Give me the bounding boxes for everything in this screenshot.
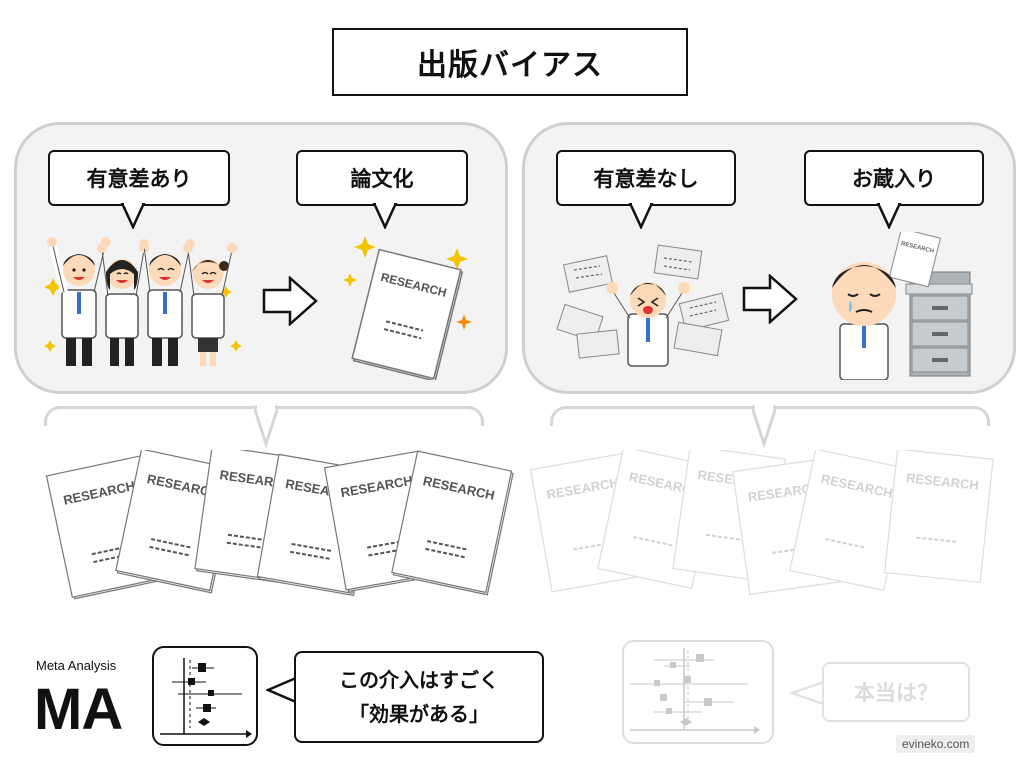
- bubble-significant-tail: [120, 203, 146, 229]
- divider-left-tail: [254, 405, 278, 448]
- bubble-published: 論文化: [296, 150, 468, 206]
- bubble-shelved-tail: [876, 203, 902, 229]
- effect-claim-line-2: 「効果がある」: [349, 702, 489, 726]
- frustrated-researcher-illustration: [556, 244, 730, 367]
- sad-researcher-illustration: RESEARCH: [832, 232, 973, 380]
- bubble-not-significant-tail: [628, 203, 654, 229]
- bubble-not-significant: 有意差なし: [556, 150, 736, 206]
- effect-claim-line-1: この介入はすごく: [339, 668, 499, 692]
- bubble-published-tail: [372, 203, 398, 229]
- researcher-2: [97, 243, 149, 366]
- bubble-shelved: お蔵入り: [804, 150, 984, 206]
- diagram-title: 出版バイアス: [332, 28, 688, 96]
- effect-claim-bubble: この介入はすごく 「効果がある」: [294, 651, 544, 743]
- arrow-right-icon: [262, 276, 318, 326]
- paper-card: RESEARCH: [391, 450, 514, 596]
- arrow-right-icon: [742, 274, 798, 324]
- forest-plot-faded: [622, 640, 774, 744]
- research-paper-illustration: RESEARCH: [343, 236, 472, 380]
- forest-plot: [152, 646, 258, 746]
- cheering-researchers-illustration: [44, 237, 242, 366]
- truth-question-bubble: 本当は？: [822, 662, 970, 722]
- truth-bubble-tail: [790, 680, 826, 706]
- credit-watermark: evineko.com: [896, 735, 976, 753]
- ma-abbreviation: MA: [34, 677, 123, 742]
- unpublished-papers-stack: RESEARCH RESEARCH RESEARCH RESEARCH RESE…: [530, 450, 994, 596]
- divider-right-tail: [752, 405, 776, 448]
- meta-analysis-label: Meta Analysis: [36, 658, 117, 673]
- bubble-significant: 有意差あり: [48, 150, 230, 206]
- researcher-4: [183, 243, 237, 366]
- researcher-1: [47, 237, 111, 366]
- published-papers-stack: RESEARCH RESEARCH RESEARCH RESEARCH RESE…: [45, 450, 514, 600]
- researcher-3: [139, 239, 195, 366]
